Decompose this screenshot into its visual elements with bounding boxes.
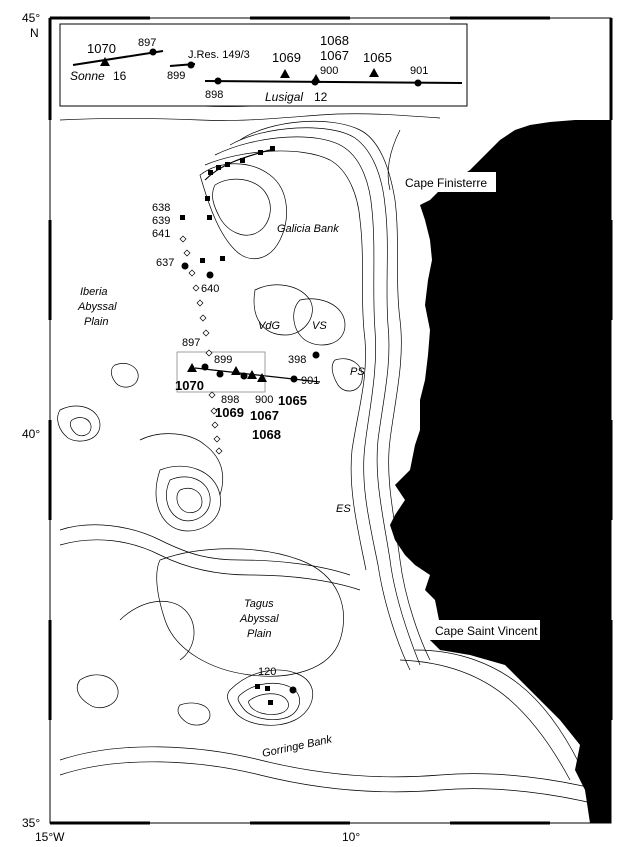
label-iberia-abyssal-1: Iberia bbox=[80, 286, 108, 298]
site-900: 900 bbox=[255, 394, 273, 406]
site-639: 639 bbox=[152, 215, 170, 227]
site-1067: 1067 bbox=[250, 408, 279, 423]
inset-site-1067: 1067 bbox=[320, 48, 349, 63]
axis-labels: 45° N 40° 35° 15°W 10° bbox=[22, 11, 360, 844]
inset-site-1070: 1070 bbox=[87, 41, 116, 56]
site-638: 638 bbox=[152, 202, 170, 214]
label-gorringe-bank: Gorringe Bank bbox=[261, 733, 333, 760]
site-labels: 638 639 641 637 640 897 899 398 1070 898… bbox=[152, 202, 319, 678]
lat-45: 45° bbox=[22, 11, 40, 25]
iberia-landmass bbox=[390, 120, 611, 823]
label-cape-finisterre: Cape Finisterre bbox=[405, 176, 487, 190]
lon-15w: 15°W bbox=[35, 830, 65, 844]
inset-site-900: 900 bbox=[320, 65, 338, 77]
inset-site-898: 898 bbox=[205, 89, 223, 101]
lat-n: N bbox=[30, 26, 39, 40]
site-1069: 1069 bbox=[215, 405, 244, 420]
square-markers bbox=[180, 146, 275, 705]
contours bbox=[57, 99, 601, 806]
inset-site-1065: 1065 bbox=[363, 50, 392, 65]
frame-ticks bbox=[48, 16, 613, 825]
site-899: 899 bbox=[214, 354, 232, 366]
site-1070: 1070 bbox=[175, 378, 204, 393]
label-iberia: Iberia bbox=[456, 343, 527, 365]
label-vs: VS bbox=[312, 320, 327, 332]
site-398: 398 bbox=[288, 354, 306, 366]
inset-line-sonne: Sonne bbox=[70, 69, 105, 83]
inset-site-1069: 1069 bbox=[272, 50, 301, 65]
label-ps: PS bbox=[350, 366, 365, 378]
inset-site-899: 899 bbox=[167, 70, 185, 82]
label-tagus-2: Abyssal bbox=[239, 613, 279, 625]
label-vdg: VdG bbox=[258, 320, 280, 332]
site-637: 637 bbox=[156, 257, 174, 269]
lat-40: 40° bbox=[22, 427, 40, 441]
label-cape-saint-vincent: Cape Saint Vincent bbox=[435, 624, 538, 638]
inset-line-lusigal-num: 12 bbox=[314, 90, 328, 104]
inset-line-lusigal: Lusigal bbox=[265, 90, 303, 104]
site-1068: 1068 bbox=[252, 427, 281, 442]
site-120: 120 bbox=[258, 666, 276, 678]
site-901: 901 bbox=[301, 375, 319, 387]
inset-line-jres: J.Res. 149/3 bbox=[188, 49, 250, 61]
site-898: 898 bbox=[221, 394, 239, 406]
label-iberia-abyssal-2: Abyssal bbox=[77, 301, 117, 313]
label-es: ES bbox=[336, 503, 351, 515]
lat-35: 35° bbox=[22, 816, 40, 830]
inset-site-897: 897 bbox=[138, 37, 156, 49]
label-tagus-3: Plain bbox=[247, 628, 271, 640]
label-galicia-bank: Galicia Bank bbox=[277, 223, 339, 235]
diamond-markers bbox=[179, 235, 223, 455]
site-640: 640 bbox=[201, 283, 219, 295]
drill-sites bbox=[181, 262, 320, 694]
inset-site-901: 901 bbox=[410, 65, 428, 77]
label-iberia-abyssal-3: Plain bbox=[84, 316, 108, 328]
site-897: 897 bbox=[182, 337, 200, 349]
site-1065: 1065 bbox=[278, 393, 307, 408]
lon-10: 10° bbox=[342, 830, 360, 844]
label-tagus-1: Tagus bbox=[244, 598, 274, 610]
inset-profile-box: 1070 897 899 898 J.Res. 149/3 1069 1068 … bbox=[59, 23, 468, 107]
inset-line-sonne-num: 16 bbox=[113, 69, 127, 83]
site-641: 641 bbox=[152, 228, 170, 240]
inset-site-1068: 1068 bbox=[320, 33, 349, 48]
study-area-box bbox=[176, 351, 266, 393]
